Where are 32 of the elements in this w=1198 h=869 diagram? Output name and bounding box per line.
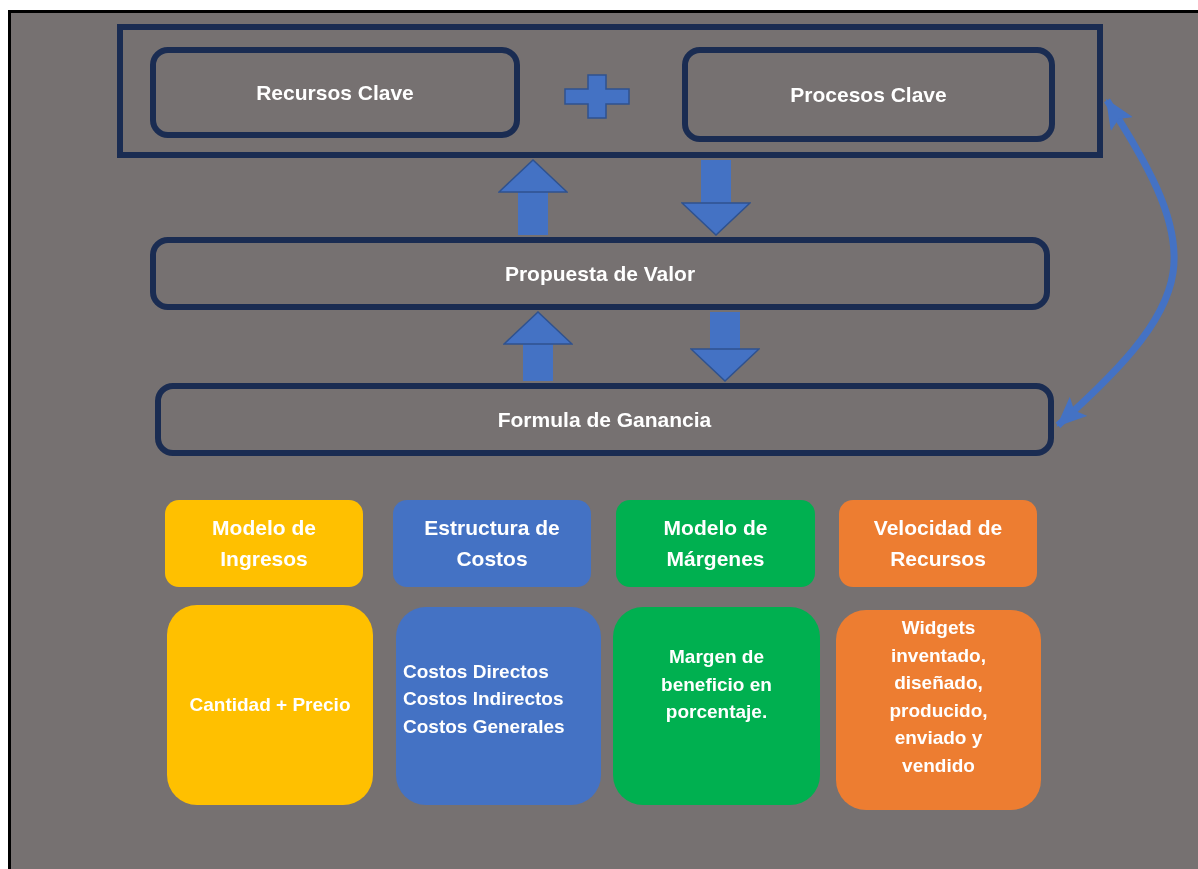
- detail-card: [167, 605, 373, 805]
- block-arrow: [681, 160, 751, 236]
- node-label: Velocidad de Recursos: [872, 515, 1004, 572]
- category-card: [839, 500, 1037, 587]
- category-card: [616, 500, 815, 587]
- detail-card: [396, 607, 601, 805]
- node-label: Costos Directos: [403, 659, 549, 684]
- node-label: Procesos Clave: [790, 81, 947, 108]
- process-box: [682, 47, 1055, 142]
- node-label: Margen de beneficio en porcentaje.: [660, 645, 773, 725]
- category-card: [393, 500, 591, 587]
- block-arrow: [503, 311, 573, 381]
- node-label: Costos Generales: [403, 714, 565, 739]
- block-arrow: [498, 159, 568, 235]
- node-label: Costos Indirectos: [403, 687, 564, 712]
- node-label: Formula de Ganancia: [497, 406, 712, 433]
- detail-card: [613, 607, 820, 805]
- block-arrow: [690, 312, 760, 382]
- process-box: [150, 47, 520, 138]
- process-box: [150, 237, 1050, 310]
- node-label: Modelo de Ingresos: [211, 515, 317, 572]
- node-label: Propuesta de Valor: [504, 260, 696, 287]
- process-box: [155, 383, 1054, 456]
- node-label: Widgets inventado, diseñado, producido, enviado y vendido: [888, 616, 989, 778]
- category-card: [165, 500, 363, 587]
- node-label: Estructura de Costos: [423, 515, 561, 572]
- curved-arrow: [1055, 98, 1178, 428]
- detail-card: [836, 610, 1041, 810]
- node-label: Cantidad + Precio: [189, 693, 351, 718]
- node-label: Recursos Clave: [256, 79, 414, 106]
- group-frame: [117, 24, 1103, 158]
- node-label: Modelo de Márgenes: [662, 515, 769, 572]
